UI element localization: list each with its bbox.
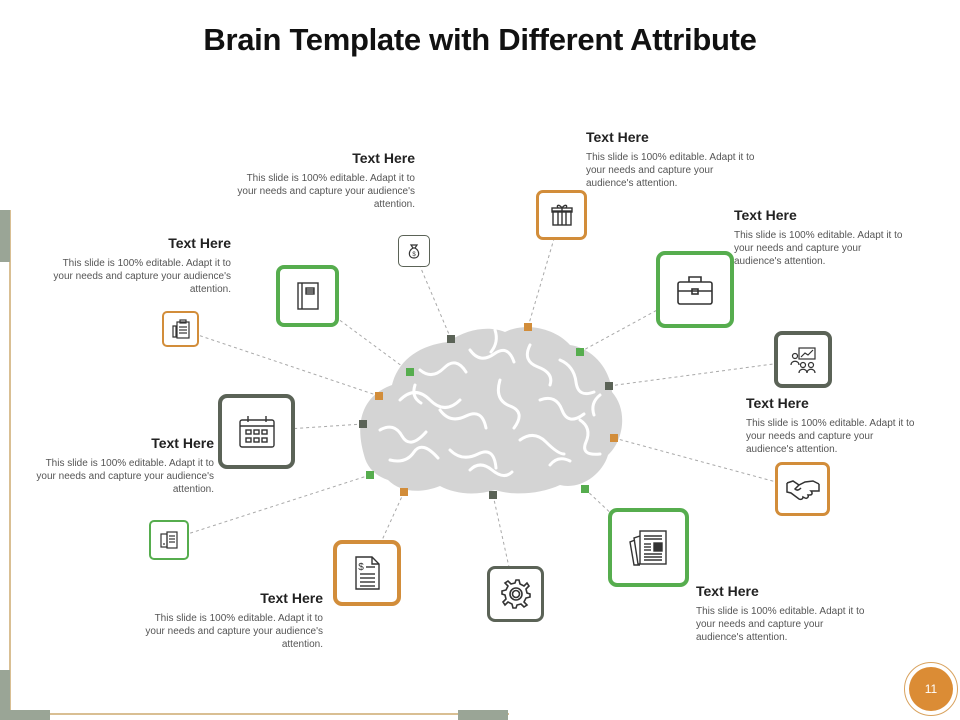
invoice-icon-box: $ [333, 540, 401, 606]
handshake-icon-box [775, 462, 830, 516]
gear-icon-box [487, 566, 544, 622]
handshake-icon [785, 480, 820, 501]
text-block-body: This slide is 100% editable. Adapt it to… [53, 258, 231, 295]
text-block-4: Text Here This slide is 100% editable. A… [51, 235, 231, 296]
node-marker [489, 491, 497, 499]
svg-text:$: $ [358, 562, 364, 573]
calculator-icon [160, 531, 178, 549]
node-marker [366, 471, 374, 479]
text-block-heading: Text Here [168, 235, 231, 251]
text-block-1: Text Here This slide is 100% editable. A… [235, 150, 415, 211]
text-block-body: This slide is 100% editable. Adapt it to… [586, 152, 755, 189]
decor-bar-top-left [0, 210, 10, 262]
node-marker [605, 382, 613, 390]
node-marker [524, 323, 532, 331]
clipboard-icon-box [162, 311, 199, 347]
briefcase-icon-box [656, 251, 734, 328]
newspaper-icon [628, 529, 667, 566]
node-marker [375, 392, 383, 400]
text-block-heading: Text Here [352, 150, 415, 166]
slide-title: Brain Template with Different Attribute [203, 22, 757, 57]
book-icon-box [276, 265, 339, 327]
brain-illustration [360, 327, 623, 494]
money-bag-icon-box: $ [398, 235, 430, 267]
text-block-5: Text Here This slide is 100% editable. A… [746, 395, 916, 456]
book-icon [296, 282, 319, 310]
frame-line-bottom [9, 713, 509, 715]
node-marker [406, 368, 414, 376]
page-number-badge: 11 [904, 662, 958, 716]
decor-bar-bottom-left [0, 670, 10, 720]
text-block-3: Text Here This slide is 100% editable. A… [734, 207, 904, 268]
newspaper-icon-box [608, 508, 689, 587]
gift-box-icon-box [536, 190, 587, 240]
frame-line-left [9, 210, 11, 715]
decor-bar-bottom-1 [10, 710, 50, 720]
text-block-heading: Text Here [696, 583, 759, 599]
presentation-icon [790, 346, 816, 373]
briefcase-icon [677, 275, 713, 305]
presentation-icon-box [774, 331, 832, 388]
text-block-heading: Text Here [260, 590, 323, 606]
node-marker [447, 335, 455, 343]
text-block-heading: Text Here [746, 395, 809, 411]
text-block-7: Text Here This slide is 100% editable. A… [143, 590, 323, 651]
text-block-body: This slide is 100% editable. Adapt it to… [746, 418, 915, 455]
calculator-icon-box [149, 520, 189, 560]
decor-bar-bottom-2 [458, 710, 508, 720]
text-block-8: Text Here This slide is 100% editable. A… [696, 583, 866, 644]
calendar-icon [238, 415, 275, 448]
gear-icon [500, 579, 531, 609]
clipboard-icon [171, 319, 190, 339]
node-marker [359, 420, 367, 428]
text-block-2: Text Here This slide is 100% editable. A… [586, 129, 756, 190]
text-block-body: This slide is 100% editable. Adapt it to… [145, 613, 323, 650]
text-block-body: This slide is 100% editable. Adapt it to… [696, 606, 865, 643]
text-block-heading: Text Here [586, 129, 649, 145]
text-block-heading: Text Here [151, 435, 214, 451]
text-block-6: Text Here This slide is 100% editable. A… [34, 435, 214, 496]
node-marker [610, 434, 618, 442]
text-block-body: This slide is 100% editable. Adapt it to… [734, 230, 903, 267]
node-marker [576, 348, 584, 356]
node-marker [400, 488, 408, 496]
money-bag-icon: $ [408, 244, 420, 259]
text-block-body: This slide is 100% editable. Adapt it to… [237, 173, 415, 210]
page-number: 11 [909, 667, 953, 711]
node-marker [581, 485, 589, 493]
text-block-body: This slide is 100% editable. Adapt it to… [36, 458, 214, 495]
svg-text:$: $ [412, 252, 416, 258]
gift-box-icon [550, 204, 573, 226]
invoice-icon: $ [355, 556, 380, 590]
calendar-icon-box [218, 394, 295, 469]
text-block-heading: Text Here [734, 207, 797, 223]
